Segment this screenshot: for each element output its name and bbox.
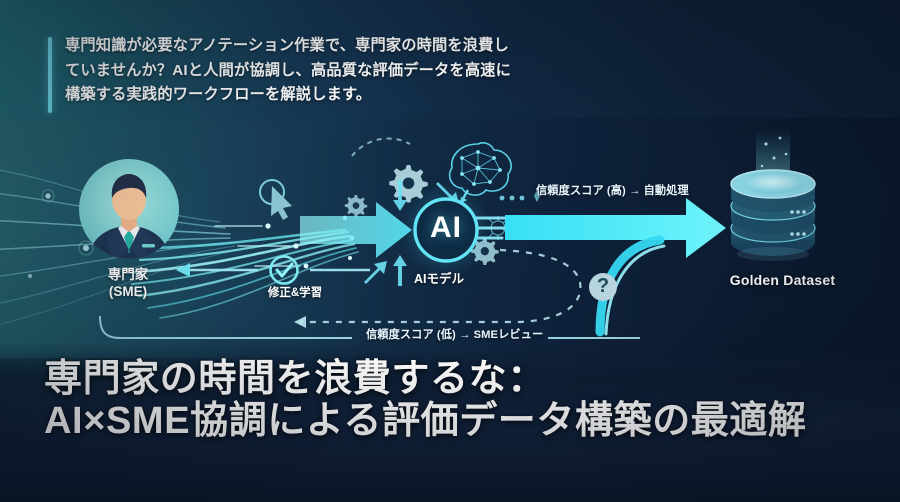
low-confidence-label: 信頼度スコア (低) → SMEレビュー bbox=[366, 326, 543, 342]
ai-model-label: AIモデル bbox=[379, 268, 499, 287]
ai-node-label: AI bbox=[416, 211, 476, 245]
arrow-to-expert-icon bbox=[176, 263, 190, 277]
background-top-band bbox=[0, 0, 900, 140]
question-mark-icon bbox=[589, 273, 617, 301]
workflow-diagram: AI ? bbox=[0, 120, 900, 360]
arrow-to-ai-icon bbox=[300, 202, 412, 258]
feedback-label: 修正&学習 bbox=[225, 284, 365, 300]
diagram-graphics bbox=[99, 130, 816, 339]
gear-icon bbox=[344, 195, 368, 217]
ai-node-circle bbox=[413, 197, 479, 263]
question-mark-glyph: ? bbox=[589, 275, 617, 298]
dataset-label: Golden Dataset bbox=[690, 272, 875, 288]
expert-label-line1: 専門家 bbox=[108, 267, 149, 282]
headline-line-1: 専門家の時間を浪費するな： bbox=[44, 358, 874, 400]
expert-avatar bbox=[78, 158, 180, 260]
lead-text: 専門知識が必要なアノテーション作業で、専門家の時間を浪費していませんか？AIと人… bbox=[48, 34, 518, 108]
database-stack-icon bbox=[730, 130, 816, 261]
cursor-pointer-icon bbox=[259, 179, 292, 220]
accent-bar bbox=[48, 37, 52, 113]
check-circle-icon bbox=[269, 255, 299, 285]
high-confidence-label: 信頼度スコア (高) → 自動処理 bbox=[536, 182, 689, 198]
background-bottom-fade bbox=[0, 342, 900, 502]
expert-label-line2: (SME) bbox=[109, 284, 147, 299]
lead-paragraph-block: 専門知識が必要なアノテーション作業で、専門家の時間を浪費していませんか？AIと人… bbox=[48, 34, 518, 113]
headline-block: 専門家の時間を浪費するな： AI×SME協調による評価データ構築の最適解 bbox=[44, 358, 874, 442]
expert-label: 専門家 (SME) bbox=[52, 266, 204, 301]
headline-line-2: AI×SME協調による評価データ構築の最適解 bbox=[44, 400, 874, 442]
arrow-to-dataset-icon bbox=[505, 198, 726, 258]
